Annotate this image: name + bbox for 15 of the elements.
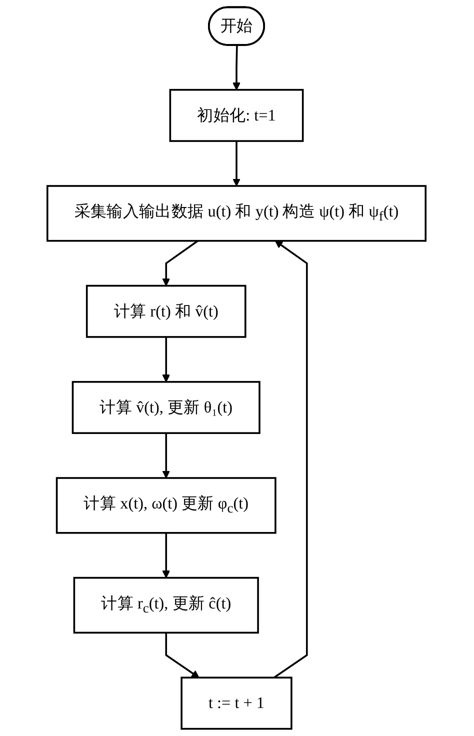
node-box: 计算 r$_{c}$(t), 更新 ĉ(t) [74, 576, 260, 634]
arrow [274, 240, 308, 678]
node-box: 计算 v̂(t), 更新 θ₁(t) [72, 380, 261, 434]
node-box: 初始化: t=1 [170, 88, 304, 142]
arrow [162, 336, 171, 382]
node-box: 采集输入输出数据 u(t) 和 y(t) 构造 ψ(t) 和 ψ$_{f}$(t) [46, 185, 427, 242]
node-box: 计算 x(t), ω(t) 更新 φ$_{c}$(t) [56, 477, 277, 534]
arrow [162, 240, 199, 286]
arrow [233, 45, 241, 90]
arrow [233, 141, 241, 186]
arrow [166, 632, 200, 678]
node-box: 计算 r(t) 和 v̂(t) [86, 284, 247, 338]
arrow [162, 433, 171, 478]
node-box: t := t + 1 [181, 676, 293, 730]
arrow [162, 532, 171, 578]
